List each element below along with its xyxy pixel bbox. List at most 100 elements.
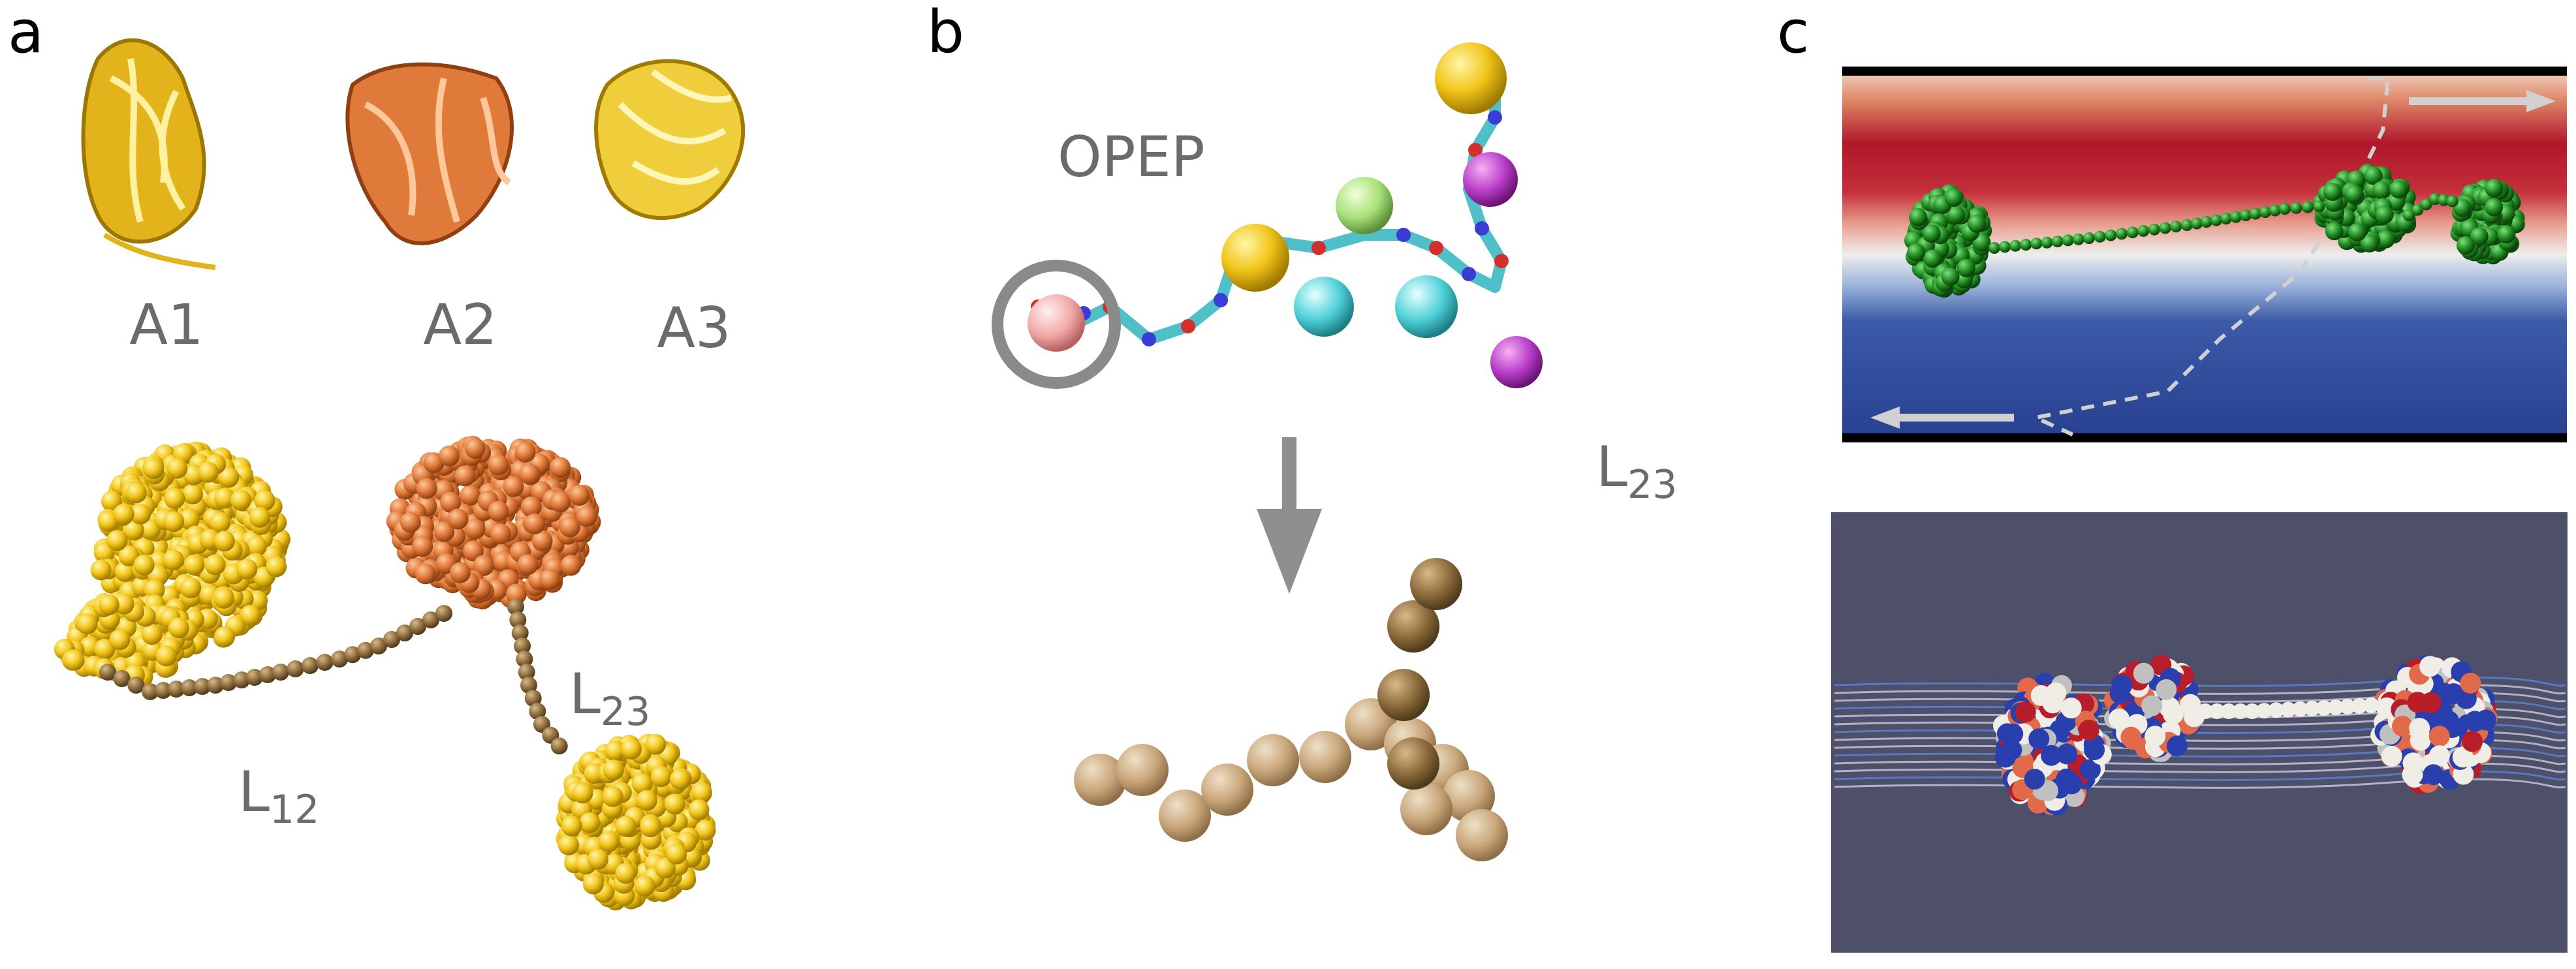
panel-a: a A1 A2 A3 L12 L23 xyxy=(8,0,746,911)
bead-a3 xyxy=(558,834,579,855)
linker-bead xyxy=(316,654,334,671)
bead-cluster-a1 xyxy=(54,441,291,687)
surface-atom xyxy=(2084,739,2105,761)
green-bead xyxy=(1956,258,1975,277)
linker-bead xyxy=(344,646,361,664)
bead-a1 xyxy=(213,531,235,552)
bead-a2 xyxy=(569,485,590,506)
bead-a2 xyxy=(412,536,433,557)
surface-atom xyxy=(2460,672,2481,694)
bead-a2 xyxy=(490,523,511,545)
linker-bead xyxy=(511,624,529,641)
bead-a1 xyxy=(98,594,119,615)
green-bead xyxy=(2438,194,2450,206)
bead-a2 xyxy=(454,465,476,487)
surface-atom xyxy=(2056,768,2077,790)
streamline xyxy=(1834,739,2566,750)
linker-bead xyxy=(422,611,439,628)
bead-a1 xyxy=(168,617,189,639)
surface-atom xyxy=(2407,692,2428,713)
bead-a3 xyxy=(582,873,604,895)
linker-bead xyxy=(302,657,319,674)
coarse-grain-arrow xyxy=(1257,437,1322,594)
atom xyxy=(1214,293,1228,307)
bead-a3 xyxy=(640,816,661,838)
green-bead xyxy=(2429,193,2441,205)
linker-bead xyxy=(272,664,289,681)
bead-a2 xyxy=(576,506,597,527)
green-bead xyxy=(2094,230,2106,243)
green-bead xyxy=(2420,198,2432,211)
green-bead xyxy=(2062,234,2074,247)
bead-a1 xyxy=(141,624,163,645)
streamline-render-panel xyxy=(1831,512,2568,953)
bead-a3 xyxy=(579,812,600,833)
green-bead xyxy=(2240,209,2252,221)
surface-atom xyxy=(2381,745,2402,767)
bead-a1 xyxy=(214,626,235,647)
bead-a2 xyxy=(447,508,469,530)
linker-atom xyxy=(2304,700,2320,716)
atom xyxy=(1312,241,1326,255)
atom-clusters xyxy=(1993,654,2498,816)
bead-a1 xyxy=(230,489,251,511)
surface-atom xyxy=(2423,764,2444,786)
surface-atom xyxy=(2443,683,2464,705)
green-bead xyxy=(2325,222,2344,241)
label-l23-a: L23 xyxy=(569,662,650,735)
side-chain-green xyxy=(1336,177,1393,234)
coarse-bead xyxy=(1456,809,1508,861)
surface-atom xyxy=(1994,746,2016,768)
bead-a3 xyxy=(588,848,608,870)
bead-a3 xyxy=(631,773,653,794)
surface-atom xyxy=(2163,703,2184,725)
green-bead xyxy=(2137,224,2150,237)
surface-atom xyxy=(2428,745,2450,767)
surface-atom xyxy=(2002,723,2024,745)
surface-atom xyxy=(2409,718,2430,739)
opep-atomistic-chain xyxy=(992,42,1543,389)
label-opep: OPEP xyxy=(1058,125,1205,190)
bead-a1 xyxy=(144,579,165,600)
bead-a1 xyxy=(178,508,200,530)
bead-a1 xyxy=(113,593,134,615)
green-bead xyxy=(2072,233,2084,245)
linker-atom xyxy=(2209,703,2225,719)
label-a1: A1 xyxy=(129,292,204,358)
bead-a1 xyxy=(236,559,258,580)
surface-atom xyxy=(2080,759,2101,780)
bead-a1 xyxy=(76,613,98,635)
linker-atom xyxy=(2268,702,2284,718)
bead-a3 xyxy=(615,816,636,837)
surface-atom xyxy=(2015,701,2036,723)
atom xyxy=(1396,228,1411,242)
label-l12: L12 xyxy=(238,760,319,833)
linker-bead xyxy=(516,651,533,668)
bead-a3 xyxy=(666,843,687,865)
bead-a3 xyxy=(650,766,672,788)
bead-a2 xyxy=(400,512,421,533)
bead-a3 xyxy=(572,782,593,804)
linker-bead xyxy=(550,737,568,755)
panel-b: b OPEP L23 xyxy=(927,0,1677,861)
green-bead xyxy=(1922,224,1941,243)
bead-a3 xyxy=(645,733,667,755)
bead-a2 xyxy=(488,454,509,476)
bead-a2 xyxy=(439,445,460,467)
bead-a2 xyxy=(550,457,571,478)
linker-bead xyxy=(207,677,224,694)
panel-a-letter: a xyxy=(8,0,44,67)
linker-bead xyxy=(113,670,131,687)
bead-a2 xyxy=(488,500,509,522)
bead-a1 xyxy=(204,554,226,576)
coarse-bead xyxy=(1201,763,1253,816)
linker-bead xyxy=(435,605,452,622)
label-a3: A3 xyxy=(657,296,731,361)
bead-a2 xyxy=(415,563,436,585)
green-bead xyxy=(2250,208,2261,220)
surface-atom xyxy=(2141,695,2163,716)
surface-atom xyxy=(2402,764,2423,786)
bead-a1 xyxy=(109,629,131,651)
linker-atom xyxy=(2316,700,2332,716)
protein-chain-green xyxy=(1904,164,2525,298)
